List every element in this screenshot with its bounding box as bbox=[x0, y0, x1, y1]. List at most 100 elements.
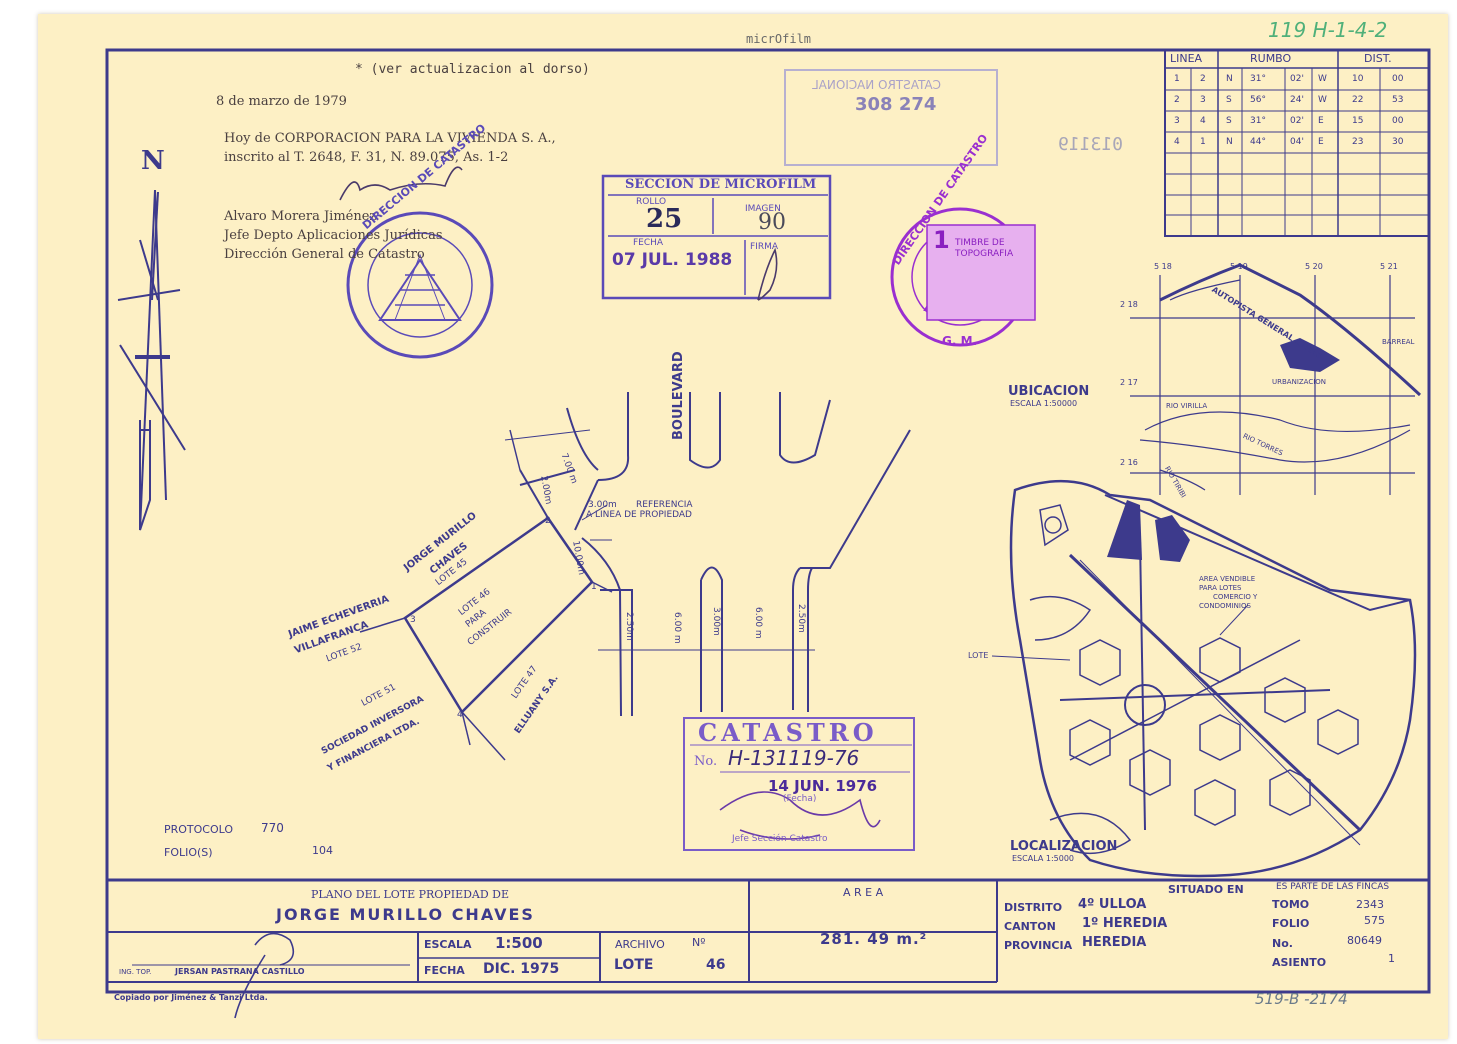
timbre-stamp bbox=[926, 224, 1036, 321]
ubicacion-grid-left-1: 2 17 bbox=[1120, 378, 1138, 387]
catastro-nacional-stamp bbox=[784, 69, 998, 166]
copied-by: Copiado por Jiménez & Tanzi Ltda. bbox=[114, 993, 268, 1002]
localizacion-title: LOCALIZACION bbox=[1010, 839, 1118, 854]
fecha-value: DIC. 1975 bbox=[483, 961, 560, 977]
rumbo-cell: 24' bbox=[1290, 95, 1304, 105]
area-value: 281. 49 m.² bbox=[820, 930, 928, 948]
catastro-stamp-fecha-label: (Fecha) bbox=[783, 794, 817, 804]
microfilm-imagen-value: 90 bbox=[758, 210, 786, 235]
vertex-4: 4 bbox=[457, 710, 463, 720]
microfilm-stamp-box bbox=[601, 174, 832, 300]
rumbo-cell: 2 bbox=[1174, 95, 1180, 105]
vertex-1: 1 bbox=[591, 582, 597, 592]
signer-org: Dirección General de Catastro bbox=[224, 247, 425, 262]
owner-name: JORGE MURILLO CHAVES bbox=[276, 905, 535, 924]
canton-label: CANTON bbox=[1004, 920, 1056, 933]
update-note: * (ver actualizacion al dorso) bbox=[355, 62, 590, 77]
rumbo-cell: 30 bbox=[1392, 137, 1404, 147]
ubicacion-map bbox=[1130, 263, 1422, 495]
catastro-stamp-no-value: H-131119-76 bbox=[728, 746, 860, 770]
rumbo-cell: W bbox=[1318, 95, 1327, 105]
dim-6-00-a: 6.00 m bbox=[672, 612, 682, 644]
rumbo-cell: 1 bbox=[1174, 74, 1180, 84]
lote-value: 46 bbox=[706, 957, 726, 973]
rumbo-cell: 00 bbox=[1392, 74, 1404, 84]
cadastral-plan-sheet bbox=[38, 14, 1448, 1039]
archivo-label: ARCHIVO bbox=[615, 938, 665, 951]
escala-value: 1:500 bbox=[495, 934, 543, 952]
rumbo-header-linea: LINEA bbox=[1170, 52, 1203, 65]
localizacion-map bbox=[1009, 479, 1417, 878]
timbre-line-2: TOPOGRAFIA bbox=[955, 249, 1014, 259]
vertex-2: 2 bbox=[545, 516, 551, 526]
ubicacion-grid-top-1: 5 19 bbox=[1230, 262, 1248, 271]
urbanizacion-label: URBANIZACION bbox=[1272, 378, 1327, 386]
microfilm-rollo-label: ROLLO bbox=[636, 197, 667, 207]
typed-date: 8 de marzo de 1979 bbox=[216, 94, 347, 109]
no-finca-value: 80649 bbox=[1347, 934, 1382, 947]
catastro-stamp-title: CATASTRO bbox=[698, 718, 878, 747]
protocolo-value: 770 bbox=[261, 821, 284, 835]
ubicacion-grid-left-0: 2 18 bbox=[1120, 300, 1138, 309]
handwritten-reference-top: 119 H-1-4-2 bbox=[1268, 18, 1388, 42]
microfilm-title: SECCION DE MICROFILM bbox=[625, 177, 817, 192]
stamp-number-right: 013119 bbox=[1058, 134, 1124, 155]
folios-label: FOLIO(S) bbox=[164, 846, 213, 859]
north-arrow bbox=[117, 189, 186, 531]
folio-label: FOLIO bbox=[1272, 917, 1310, 930]
typed-line-2: inscrito al T. 2648, F. 31, N. 89.075, A… bbox=[224, 150, 509, 165]
rumbo-cell: 31° bbox=[1250, 74, 1266, 84]
provincia-value: HEREDIA bbox=[1082, 935, 1147, 950]
dim-3-00-b: 3.00m bbox=[711, 607, 721, 636]
rumbo-cell: 23 bbox=[1352, 137, 1364, 147]
rumbo-cell: 53 bbox=[1392, 95, 1404, 105]
catastro-nacional-number: 308 274 bbox=[855, 94, 937, 115]
ubicacion-grid-top-0: 5 18 bbox=[1154, 262, 1172, 271]
ubicacion-grid-top-2: 5 20 bbox=[1305, 262, 1323, 271]
rumbo-cell: N bbox=[1226, 74, 1233, 84]
rumbo-cell: E bbox=[1318, 116, 1324, 126]
rumbo-cell: E bbox=[1318, 137, 1324, 147]
microfilm-rollo-value: 25 bbox=[646, 204, 683, 234]
microfilm-fecha-label: FECHA bbox=[633, 238, 664, 248]
engineer-name: JERSAN PASTRANA CASTILLO bbox=[175, 967, 305, 976]
situado-label: SITUADO EN bbox=[1168, 883, 1244, 896]
provincia-label: PROVINCIA bbox=[1004, 939, 1073, 952]
folios-value: 104 bbox=[312, 844, 333, 857]
rumbo-header-rumbo: RUMBO bbox=[1250, 52, 1292, 65]
distrito-label: DISTRITO bbox=[1004, 901, 1063, 914]
dim-2-50-b: 2.50m bbox=[796, 604, 806, 633]
timbre-value: 1 bbox=[933, 226, 950, 254]
referencia-label: REFERENCIA bbox=[636, 500, 693, 510]
rumbo-cell: 4 bbox=[1174, 137, 1180, 147]
rumbo-cell: 02' bbox=[1290, 116, 1304, 126]
typed-line-1: Hoy de CORPORACION PARA LA VIVIENDA S. A… bbox=[224, 131, 556, 146]
tomo-label: TOMO bbox=[1272, 898, 1310, 911]
rumbo-cell: N bbox=[1226, 137, 1233, 147]
dim-6-00-b: 6.00 m bbox=[753, 607, 763, 639]
signature-microfilm bbox=[757, 247, 778, 301]
no-finca-label: No. bbox=[1272, 937, 1293, 950]
boulevard-label: BOULEVARD bbox=[671, 351, 686, 440]
catastro-stamp-date: 14 JUN. 1976 bbox=[768, 777, 878, 795]
microfilm-firma-label: FIRMA bbox=[750, 242, 779, 252]
engineer-label: ING. TOP. bbox=[119, 968, 152, 976]
ubicacion-grid-top-3: 5 21 bbox=[1380, 262, 1398, 271]
tomo-value: 2343 bbox=[1356, 898, 1384, 911]
area-vendible-block-1 bbox=[1107, 500, 1142, 560]
microfilm-margin-note: micrOfilm bbox=[746, 32, 812, 46]
barreal-label: BARREAL bbox=[1382, 338, 1415, 346]
area-vendible-line-0: AREA VENDIBLE bbox=[1199, 575, 1256, 583]
localizacion-escala: ESCALA 1:5000 bbox=[1012, 854, 1074, 863]
rumbo-cell: 02' bbox=[1290, 74, 1304, 84]
area-vendible-line-3: CONDOMINIOS bbox=[1199, 602, 1251, 610]
folio-value: 575 bbox=[1364, 914, 1385, 927]
seal-left bbox=[346, 211, 494, 359]
lot-46-polygon bbox=[359, 469, 613, 761]
catastro-stamp-no-label: No. bbox=[694, 754, 718, 769]
dim-2-50-a: 2.50m bbox=[624, 612, 634, 641]
ubicacion-escala: ESCALA 1:50000 bbox=[1010, 399, 1078, 408]
outer-border bbox=[105, 48, 1431, 994]
rio-virilla-label: RIO VIRILLA bbox=[1166, 402, 1208, 410]
